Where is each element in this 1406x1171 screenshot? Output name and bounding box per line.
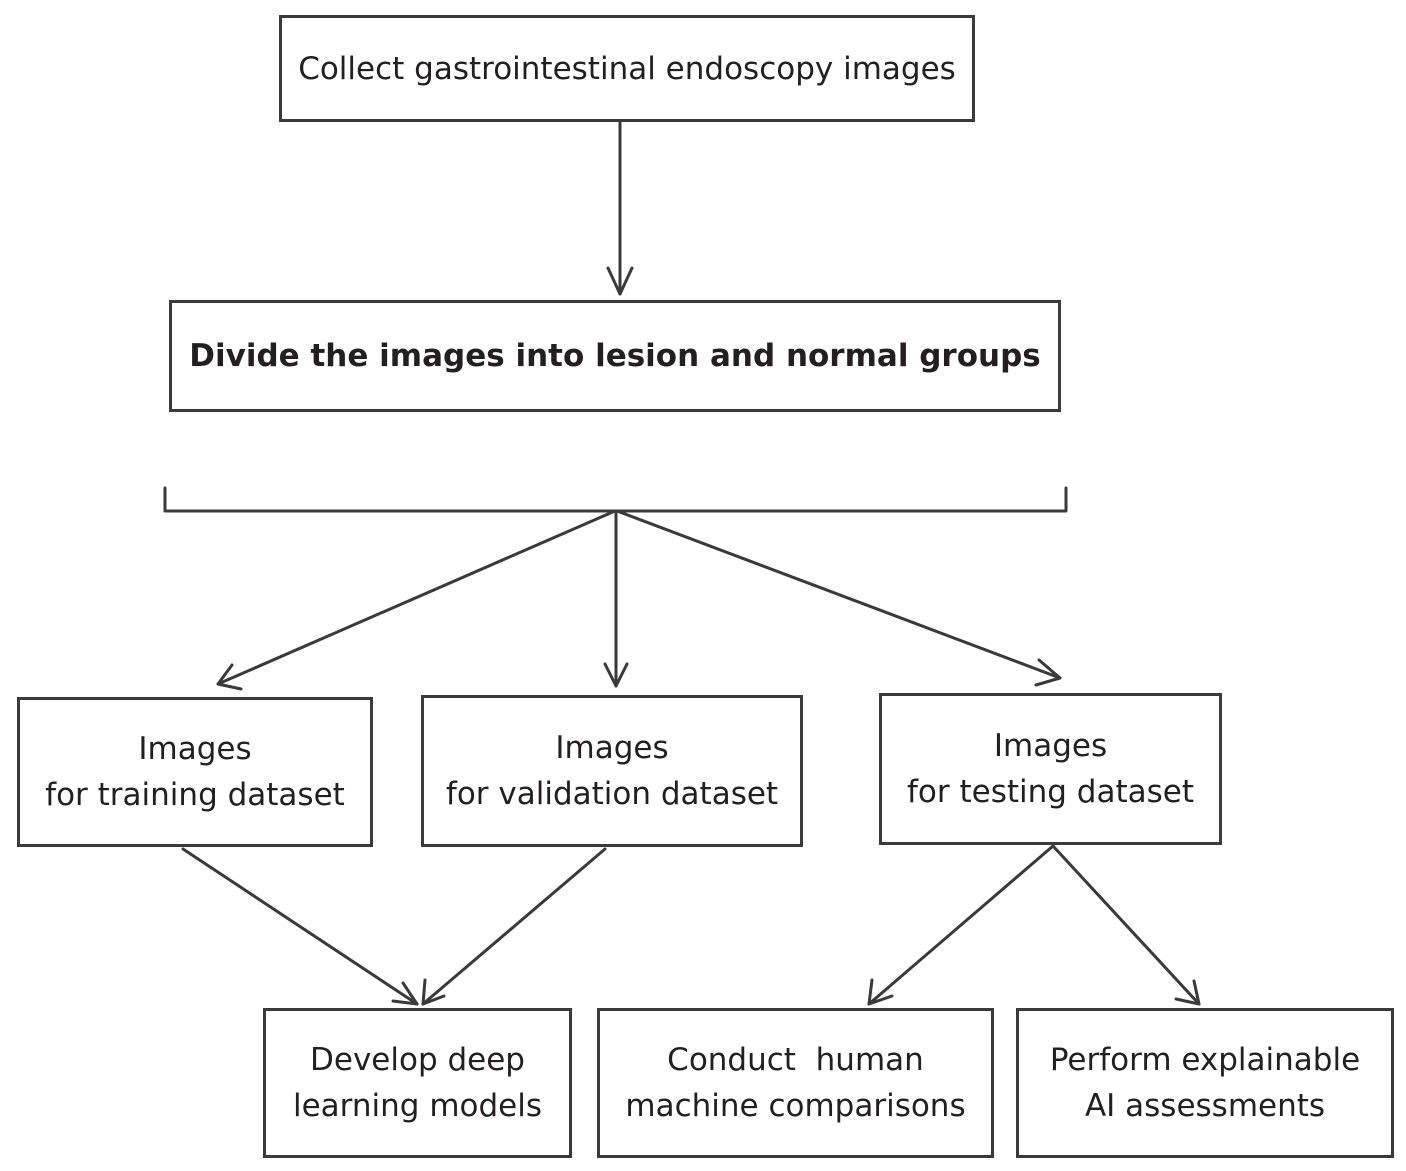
arrow-split-to-testing [615, 509, 1062, 680]
develop-models-label-line-1: Develop deep [310, 1042, 525, 1078]
explainable-ai-label-line-2: AI assessments [1084, 1088, 1326, 1124]
split-bracket [163, 486, 1068, 513]
arrow-training-to-develop [181, 847, 419, 1006]
arrowhead-collect-to-divide [606, 266, 634, 296]
arrow-testing-to-compare [867, 844, 1055, 1006]
explainable-ai-node: Perform explainable AI assessments [1016, 1008, 1394, 1158]
arrow-testing-to-explain [1051, 844, 1201, 1006]
testing-dataset-label-line-1: Images [993, 728, 1108, 764]
arrowhead-split-to-testing [1034, 658, 1062, 687]
arrow-split-to-training [216, 509, 617, 686]
arrow-validation-to-develop [421, 847, 607, 1006]
collect-images-label: Collect gastrointestinal endoscopy image… [298, 50, 956, 87]
collect-images-node: Collect gastrointestinal endoscopy image… [279, 15, 975, 122]
training-dataset-label-line-1: Images [138, 731, 252, 767]
training-dataset-node: Images for training dataset [17, 697, 373, 847]
divide-groups-node: Divide the images into lesion and normal… [169, 300, 1061, 412]
arrowhead-testing-to-compare [867, 978, 894, 1006]
testing-dataset-label-line-2: for testing dataset [906, 774, 1194, 810]
validation-dataset-node: Images for validation dataset [421, 695, 803, 847]
testing-dataset-node: Images for testing dataset [879, 693, 1222, 845]
develop-models-label-line-2: learning models [293, 1088, 542, 1124]
arrowhead-split-to-training [216, 663, 243, 691]
arrowhead-split-to-validation [603, 662, 629, 688]
validation-dataset-label-line-2: for validation dataset [445, 776, 779, 812]
human-machine-comparison-node: Conduct human machine comparisons [597, 1008, 994, 1158]
arrowhead-validation-to-develop [421, 978, 446, 1006]
comparison-label-line-2: machine comparisons [625, 1088, 966, 1124]
arrowhead-testing-to-explain [1174, 979, 1201, 1006]
divide-groups-label: Divide the images into lesion and normal… [189, 338, 1041, 374]
explainable-ai-label-line-1: Perform explainable [1049, 1042, 1361, 1078]
arrowhead-training-to-develop [391, 981, 419, 1006]
develop-models-node: Develop deep learning models [263, 1008, 572, 1158]
validation-dataset-label-line-1: Images [555, 730, 669, 766]
training-dataset-label-line-2: for training dataset [45, 777, 345, 813]
comparison-label-line-1: Conduct human [667, 1042, 924, 1078]
